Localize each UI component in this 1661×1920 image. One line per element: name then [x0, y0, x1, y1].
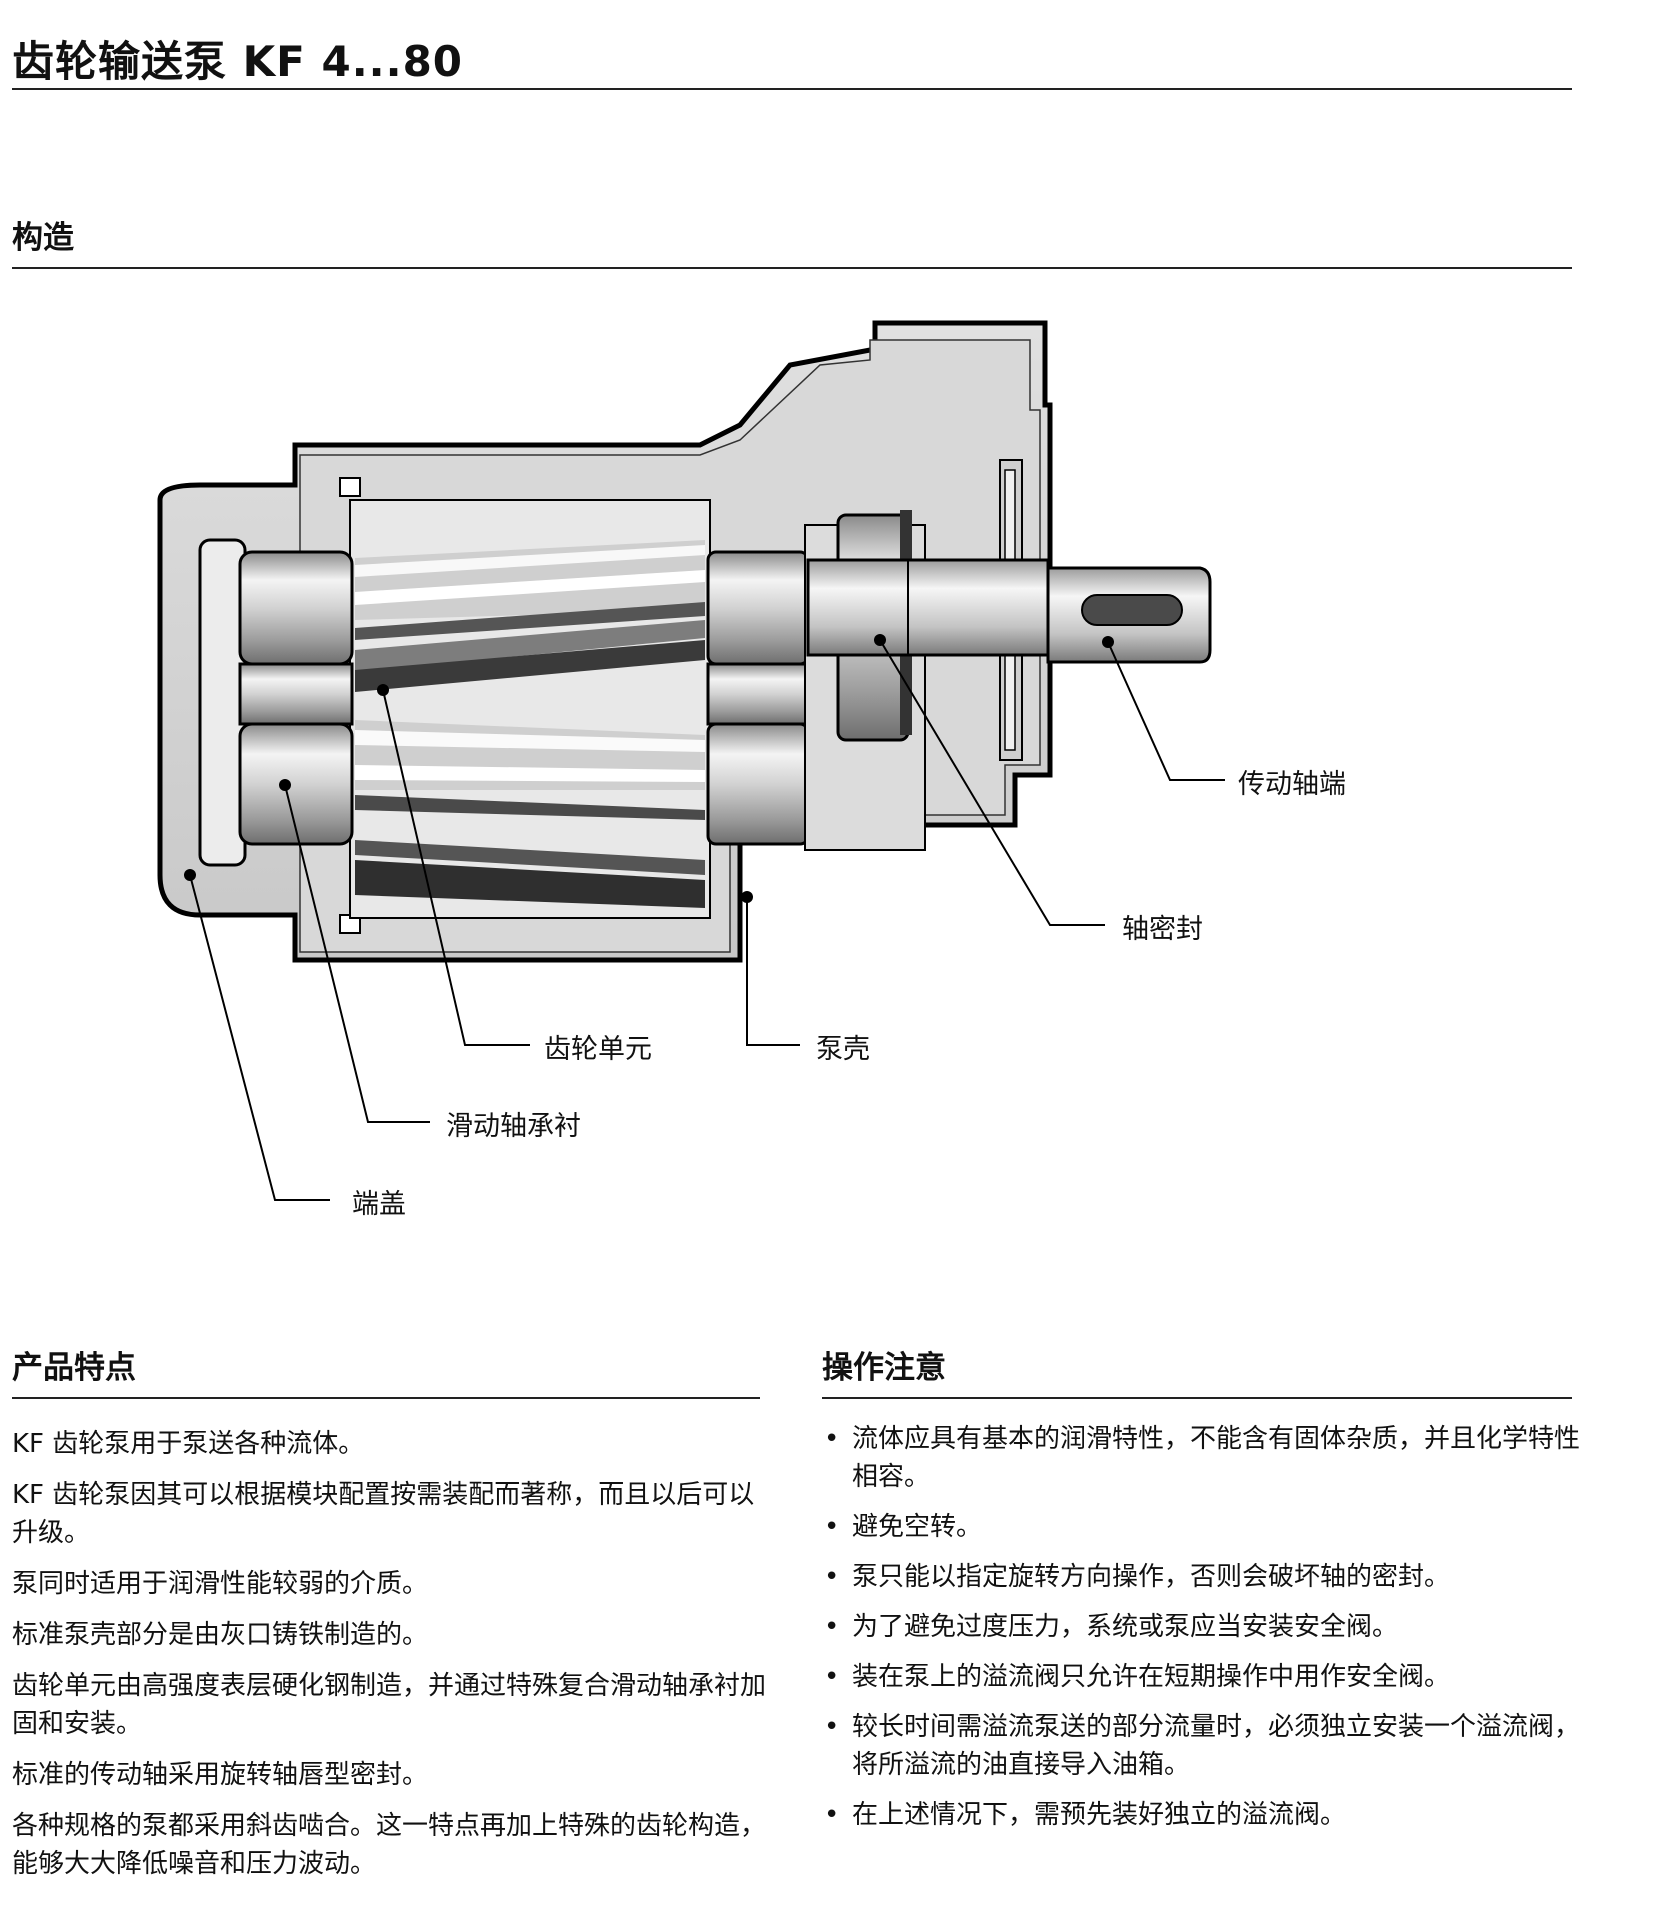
list-item: • 为了避免过度压力，系统或泵应当安装安全阀。: [822, 1608, 1582, 1646]
features-divider: [12, 1397, 760, 1399]
title-divider: [12, 88, 1572, 90]
leader-end-cover: [189, 874, 330, 1201]
bullet-icon: •: [824, 1712, 840, 1742]
feature-paragraph: 标准的传动轴采用旋转轴唇型密封。: [12, 1760, 429, 1790]
drive-shaft: [806, 558, 1050, 657]
leader-drive-shaft-end: [1107, 641, 1225, 781]
bullet-icon: •: [824, 1562, 840, 1592]
bullet-icon: •: [824, 1512, 840, 1542]
callout-shaft-seal: 轴密封: [1122, 914, 1203, 945]
leader-housing: [746, 897, 800, 1046]
feature-paragraph: 标准泵壳部分是由灰口铸铁制造的。: [12, 1620, 429, 1650]
features-text: KF 齿轮泵用于泵送各种流体。 KF 齿轮泵因其可以根据模块配置按需装配而著称，…: [12, 1425, 767, 1896]
list-item: • 避免空转。: [822, 1508, 1582, 1546]
feature-paragraph: 各种规格的泵都采用斜齿啮合。这一特点再加上特殊的齿轮构造，能够大大降低噪音和压力…: [12, 1811, 767, 1879]
callout-gear-unit: 齿轮单元: [544, 1034, 652, 1065]
leader-shaft-seal: [879, 639, 1105, 926]
feature-paragraph: KF 齿轮泵用于泵送各种流体。: [12, 1429, 365, 1459]
pump-cutaway-drawing: [157, 320, 1225, 1201]
feature-paragraph: 齿轮单元由高强度表层硬化钢制造，并通过特殊复合滑动轴承衬加固和安装。: [12, 1671, 767, 1739]
leader-gear-unit: [382, 689, 530, 1046]
lower-gear: [355, 720, 705, 908]
bushing-upper-left: [238, 550, 354, 666]
notes-list: •流体应具有基本的润滑特性，不能含有固体杂质，并且化学特性相容。 •避免空转。 …: [822, 1420, 1582, 1834]
construction-heading: 构造: [12, 220, 74, 256]
bullet-icon: •: [824, 1424, 840, 1454]
list-item: • 泵只能以指定旋转方向操作，否则会破坏轴的密封。: [822, 1558, 1582, 1596]
callout-housing: 泵壳: [816, 1034, 870, 1065]
notes-list-container: •流体应具有基本的润滑特性，不能含有固体杂质，并且化学特性相容。 •避免空转。 …: [822, 1420, 1582, 1846]
note-text: 流体应具有基本的润滑特性，不能含有固体杂质，并且化学特性相容。: [852, 1424, 1581, 1492]
list-item: • 流体应具有基本的润滑特性，不能含有固体杂质，并且化学特性相容。: [822, 1420, 1582, 1496]
leader-sliding-bushing: [284, 784, 430, 1123]
bullet-icon: •: [824, 1662, 840, 1692]
feature-paragraph: KF 齿轮泵因其可以根据模块配置按需装配而著称，而且以后可以升级。: [12, 1480, 755, 1548]
notes-heading: 操作注意: [822, 1350, 946, 1386]
pump-cutaway-figure: 传动轴端 轴密封 齿轮单元 泵壳 滑动轴承衬 端盖: [0, 320, 1661, 1240]
page-title: 齿轮输送泵 KF 4...80: [12, 37, 464, 86]
note-text: 泵只能以指定旋转方向操作，否则会破坏轴的密封。: [852, 1562, 1451, 1592]
bullet-icon: •: [824, 1800, 840, 1830]
features-heading: 产品特点: [12, 1350, 136, 1386]
note-text: 为了避免过度压力，系统或泵应当安装安全阀。: [852, 1612, 1399, 1642]
callout-end-cover: 端盖: [352, 1189, 406, 1220]
note-text: 装在泵上的溢流阀只允许在短期操作中用作安全阀。: [852, 1662, 1451, 1692]
bushing-lower-left: [238, 722, 354, 846]
note-text: 避免空转。: [852, 1512, 983, 1542]
callout-sliding-bushing: 滑动轴承衬: [446, 1111, 581, 1142]
upper-gear: [355, 540, 705, 692]
construction-divider: [12, 267, 1572, 269]
bullet-icon: •: [824, 1612, 840, 1642]
list-item: • 在上述情况下，需预先装好独立的溢流阀。: [822, 1796, 1582, 1834]
callout-drive-shaft-end: 传动轴端: [1238, 769, 1346, 800]
note-text: 在上述情况下，需预先装好独立的溢流阀。: [852, 1800, 1347, 1830]
list-item: • 装在泵上的溢流阀只允许在短期操作中用作安全阀。: [822, 1658, 1582, 1696]
notes-divider: [822, 1397, 1572, 1399]
feature-paragraph: 泵同时适用于润滑性能较弱的介质。: [12, 1569, 429, 1599]
list-item: • 较长时间需溢流泵送的部分流量时，必须独立安装一个溢流阀，将所溢流的油直接导入油…: [822, 1708, 1582, 1784]
note-text: 较长时间需溢流泵送的部分流量时，必须独立安装一个溢流阀，将所溢流的油直接导入油箱…: [852, 1712, 1581, 1780]
